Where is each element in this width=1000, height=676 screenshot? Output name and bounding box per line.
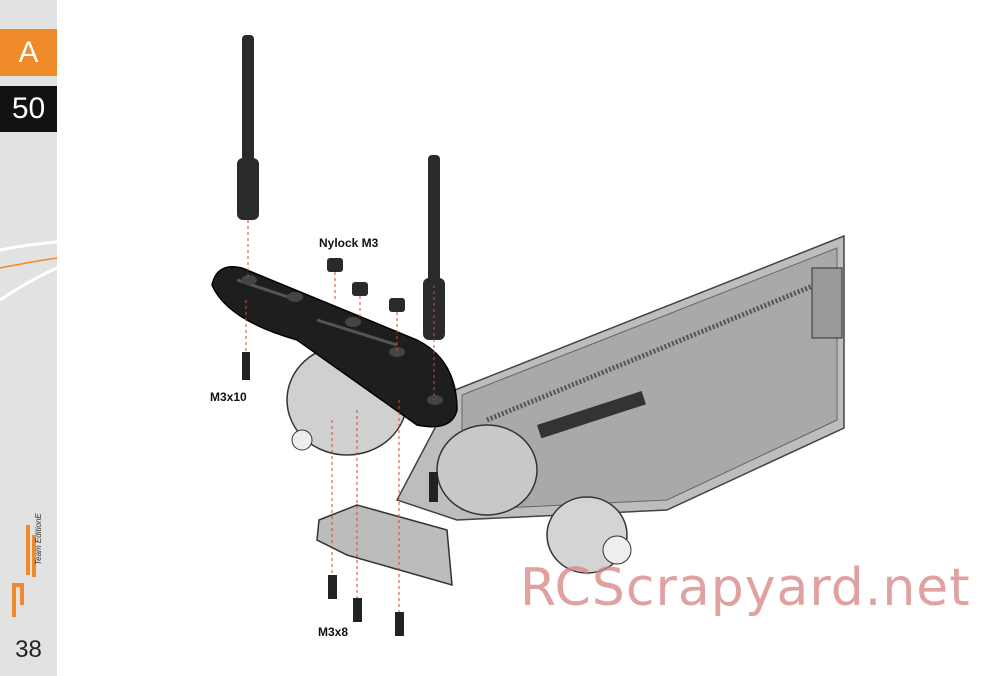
sidebar: A 50 Team EditionE 38 <box>0 0 57 676</box>
screws <box>242 352 438 636</box>
brand-logo: Team EditionE <box>12 513 43 617</box>
m3x8-callout: M3x8 <box>318 625 349 639</box>
guide-lines <box>245 220 435 612</box>
swoosh-decoration <box>0 240 57 302</box>
section-tab: A <box>0 29 57 76</box>
page-number: 38 <box>15 636 42 663</box>
svg-text:Team EditionE: Team EditionE <box>34 513 43 565</box>
lower-plate <box>316 504 453 587</box>
m3x10-callout: M3x10 <box>210 390 247 404</box>
watermark: RCScrapyard.net <box>520 558 971 618</box>
step-number: 50 <box>0 86 57 132</box>
nylock-callout: Nylock M3 <box>319 236 379 250</box>
nylock-nuts <box>327 258 405 312</box>
assembly-illustration <box>211 35 845 636</box>
front-brace <box>211 266 458 428</box>
